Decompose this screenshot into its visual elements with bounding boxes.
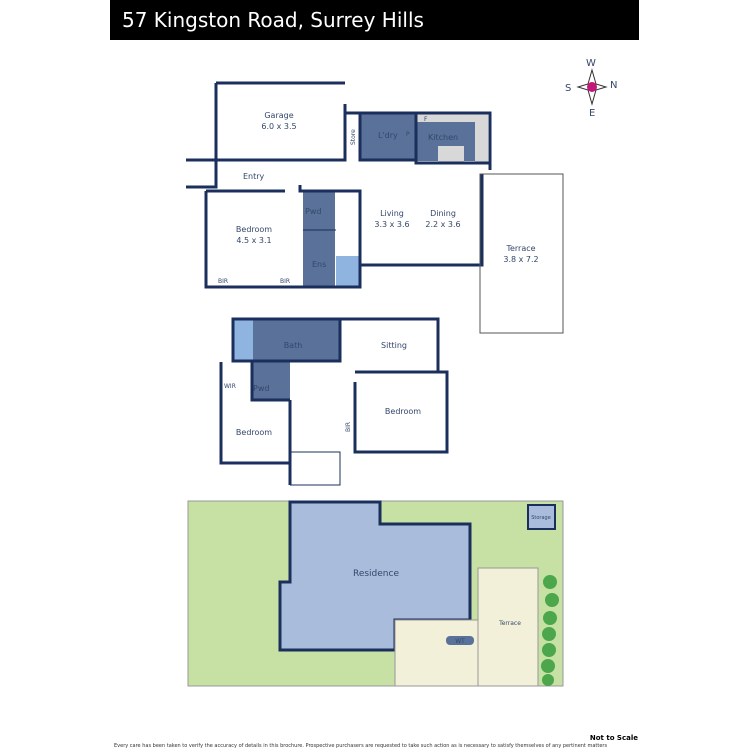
upper-pwd-label: Pwd (253, 384, 269, 393)
storage-label: Storage (531, 515, 551, 521)
bath-label: Bath (284, 341, 303, 350)
first-floor-plan: Bath Sitting WIR Pwd Bedroom BIR Bedroom (219, 317, 449, 486)
not-to-scale: Not to Scale (589, 734, 638, 742)
pantry-label: P (406, 131, 410, 138)
page-title: 57 Kingston Road, Surrey Hills (110, 0, 639, 40)
bir-label: BIR (345, 422, 352, 432)
compass-icon: W S N E (565, 58, 617, 119)
entry-label: Entry (243, 172, 265, 181)
ens-label: Ens (312, 260, 326, 269)
compass-e: E (589, 108, 595, 119)
bir-label-1: BIR (218, 278, 228, 285)
pwd-label: Pwd (305, 207, 321, 216)
wt-label: WT (455, 638, 465, 645)
living-label: Living (380, 209, 404, 218)
disclaimer: Every care has been taken to verify the … (114, 743, 608, 749)
terrace-label: Terrace (505, 244, 535, 253)
site-plan: Residence Storage WT Terrace (187, 500, 564, 687)
store-label: Store (350, 129, 357, 145)
living-size: 3.3 x 3.6 (374, 220, 409, 229)
kitchen-label: Kitchen (428, 133, 458, 142)
dining-size: 2.2 x 3.6 (425, 220, 460, 229)
bedroom-2-label: Bedroom (385, 407, 421, 416)
terrace-size: 3.8 x 7.2 (503, 255, 538, 264)
ground-floor-plan: Garage 6.0 x 3.5 Store L'dry P F Kitchen… (186, 81, 564, 334)
bedroom-size: 4.5 x 3.1 (236, 236, 271, 245)
bedroom-1-label: Bedroom (236, 428, 272, 437)
compass-n: N (610, 80, 617, 91)
bedroom-label: Bedroom (236, 225, 272, 234)
sitting-label: Sitting (381, 341, 407, 350)
garage-label: Garage (264, 111, 293, 120)
site-terrace-label: Terrace (498, 620, 521, 627)
bir-label-2: BIR (280, 278, 290, 285)
compass-s: S (565, 83, 571, 94)
laundry-label: L'dry (378, 131, 398, 140)
residence-label: Residence (353, 569, 399, 579)
garage-size: 6.0 x 3.5 (261, 122, 296, 131)
dining-label: Dining (430, 209, 456, 218)
compass-w: W (586, 58, 596, 69)
fridge-label: F (424, 116, 428, 123)
wir-label: WIR (224, 383, 236, 390)
